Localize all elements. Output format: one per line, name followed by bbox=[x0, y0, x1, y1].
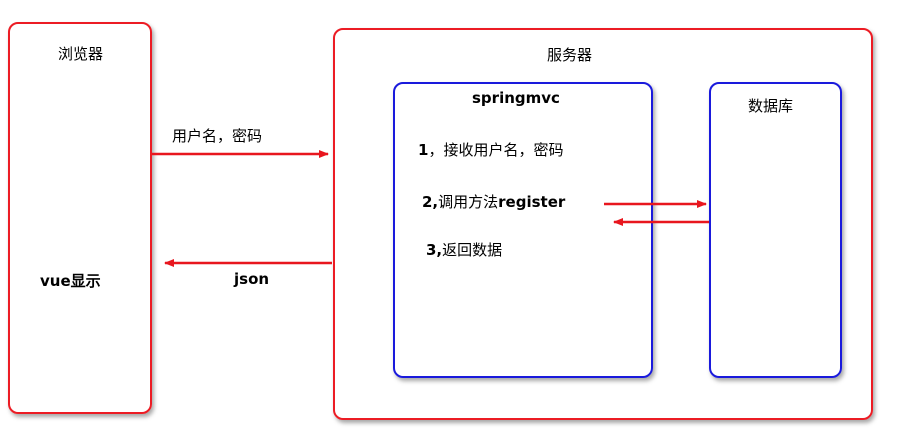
browser-box bbox=[8, 22, 152, 414]
step-2: 2,调用方法register bbox=[422, 193, 566, 211]
response-arrow-label: json bbox=[234, 270, 270, 288]
vue-display-label: vue显示 bbox=[40, 272, 101, 290]
server-title: 服务器 bbox=[547, 46, 593, 64]
vue-display-text: vue显示 bbox=[40, 272, 101, 290]
step-3: 3,返回数据 bbox=[426, 241, 503, 259]
springmvc-box bbox=[393, 82, 653, 378]
step-1: 1，接收用户名，密码 bbox=[418, 141, 564, 159]
springmvc-title: springmvc bbox=[472, 89, 560, 107]
database-title: 数据库 bbox=[748, 97, 794, 115]
browser-title: 浏览器 bbox=[58, 45, 104, 63]
server-box bbox=[333, 28, 873, 420]
database-box bbox=[709, 82, 842, 378]
request-arrow-label: 用户名，密码 bbox=[172, 127, 263, 145]
